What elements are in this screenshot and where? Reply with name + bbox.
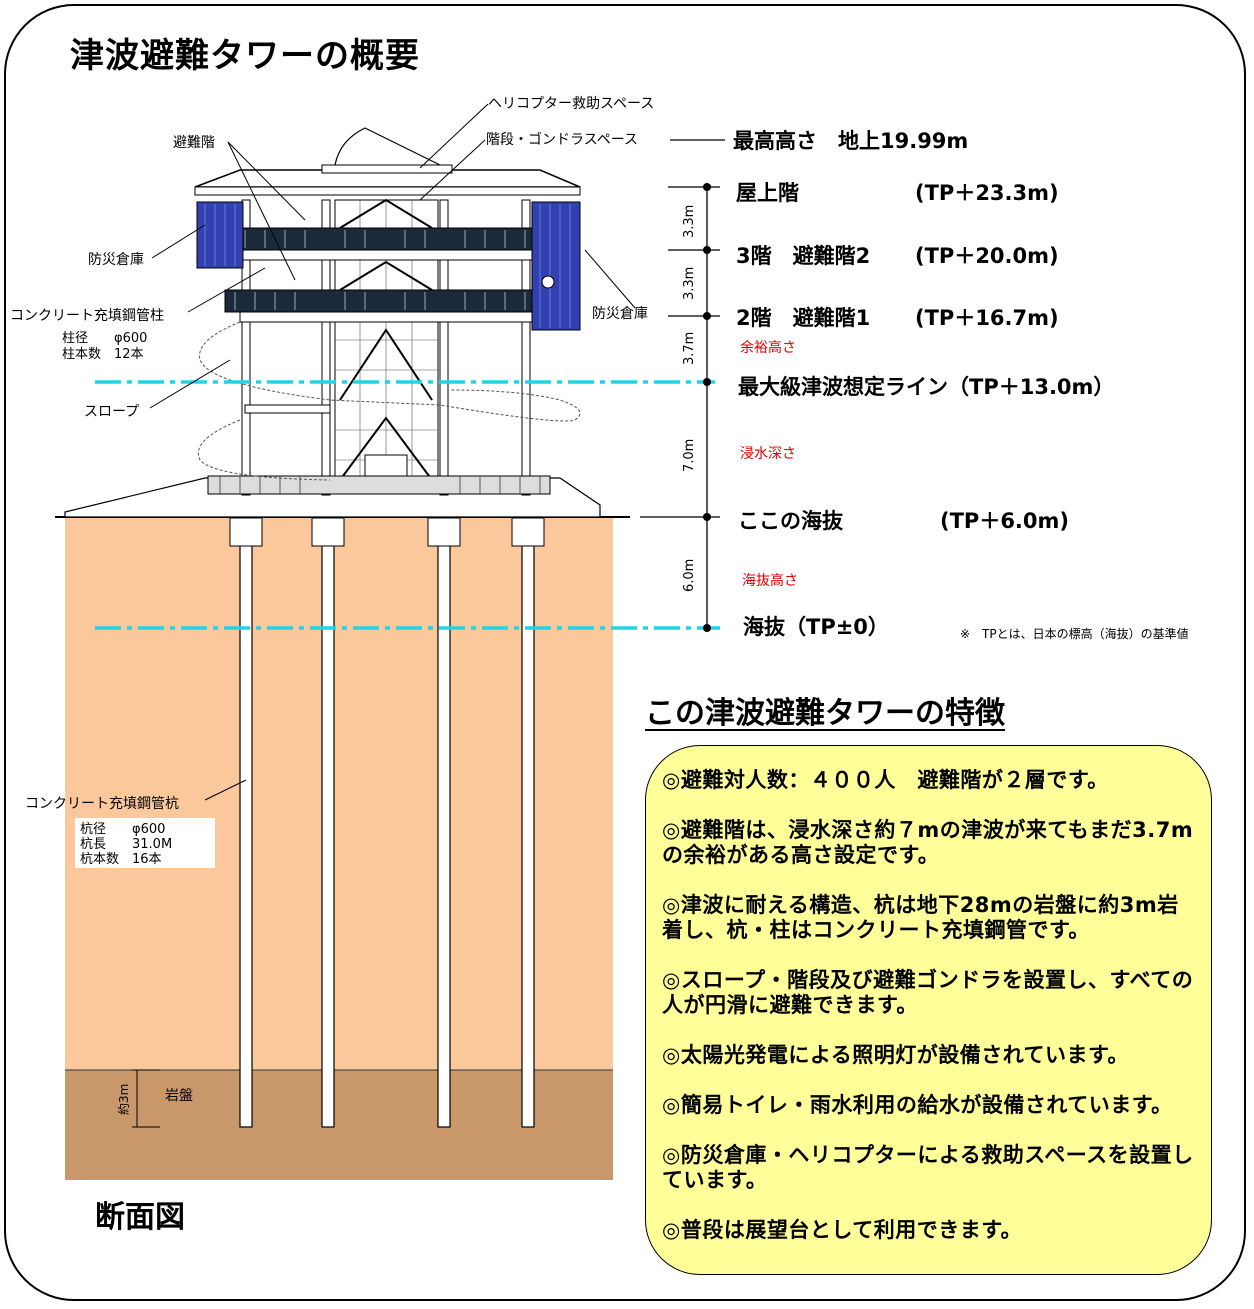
piles: [229, 517, 545, 1128]
level-2f-tp: (TP＋16.7m): [915, 306, 1059, 330]
level-2f-name: 2階 避難階1: [736, 306, 870, 330]
feature-item: ◎防災倉庫・ヘリコプターによる救助スペースを設置しています。: [662, 1143, 1194, 1192]
pile: [437, 544, 451, 1128]
pile: [321, 544, 335, 1128]
outer-frame: [4, 4, 1246, 1301]
storage-left: [196, 201, 244, 269]
label-heli: ヘリコプター救助スペース: [488, 96, 654, 112]
note-flood: 浸水深さ: [740, 446, 796, 462]
feature-item: ◎避難対人数：４００人 避難階が２層です。: [662, 768, 1109, 792]
leader-lines: [149, 103, 636, 801]
note-margin: 余裕高さ: [740, 339, 796, 356]
page-title: 津波避難タワーの概要: [70, 36, 420, 76]
label-slope: スロープ: [84, 404, 139, 420]
tower: [194, 127, 581, 496]
pile-cap: [229, 517, 263, 547]
feature-item: ◎太陽光発電による照明灯が設備されています。: [662, 1043, 1129, 1067]
pile-cap: [427, 517, 461, 547]
level-sea: 海抜（TP±0）: [743, 615, 889, 639]
label-storage-right: 防災倉庫: [592, 305, 648, 322]
note-tp: ※ TPとは、日本の標高（海抜）の基準値: [960, 626, 1189, 641]
pile-spec-box: [75, 818, 215, 868]
level-ground-tp: (TP＋6.0m): [940, 509, 1069, 533]
level-tsunami: 最大級津波想定ライン（TP＋13.0m）: [738, 375, 1114, 399]
dim-label: 3.3m: [682, 205, 697, 238]
label-pile-spec3: 杭本数 16本: [80, 852, 162, 867]
label-column: コンクリート充填鋼管柱: [10, 308, 164, 324]
level-scale: [640, 139, 725, 628]
label-stairs: 階段・ゴンドラスペース: [486, 131, 638, 148]
label-column-spec1: 柱径 φ600: [62, 331, 147, 346]
label-bedrock: 岩盤: [165, 1088, 193, 1104]
dim-label: 3.3m: [682, 267, 697, 300]
storage-right: [531, 201, 581, 331]
label-pile: コンクリート充填鋼管杭: [25, 796, 179, 812]
feature-item: ◎避難階は、浸水深さ約７mの津波が来てもまだ3.7mの余裕がある高さ設定です。: [662, 818, 1194, 867]
label-bedrock-depth: 約3m: [116, 1084, 131, 1115]
note-elev: 海抜高さ: [742, 572, 798, 589]
dim-label: 6.0m: [682, 559, 697, 592]
features-title: この津波避難タワーの特徴: [645, 696, 1005, 731]
dim-label: 7.0m: [682, 439, 697, 472]
level-ground-name: ここの海抜: [738, 509, 844, 533]
level-roof-name: 屋上階: [736, 181, 799, 205]
label-refuge-floor: 避難階: [173, 135, 215, 151]
label-column-spec2: 柱本数 12本: [62, 347, 144, 362]
level-3f-tp: (TP＋20.0m): [915, 244, 1059, 268]
label-pile-spec2: 杭長 31.0M: [80, 837, 172, 852]
level-roof-tp: (TP＋23.3m): [915, 181, 1059, 205]
pile: [239, 544, 253, 1128]
section-label: 断面図: [95, 1200, 185, 1235]
features-box: ◎避難対人数：４００人 避難階が２層です。 ◎避難階は、浸水深さ約７mの津波が来…: [645, 745, 1212, 1275]
pile-cap: [511, 517, 545, 547]
pile-cap: [311, 517, 345, 547]
level-max-height: 最高高さ 地上19.99m: [733, 129, 968, 153]
feature-item: ◎津波に耐える構造、杭は地下28mの岩盤に約3m岩着し、杭・柱はコンクリート充填…: [662, 893, 1179, 942]
feature-item: ◎スロープ・階段及び避難ゴンドラを設置し、すべての人が円滑に避難できます。: [662, 968, 1194, 1017]
level-3f-name: 3階 避難階2: [736, 244, 870, 268]
feature-item: ◎普段は展望台として利用できます。: [662, 1218, 1023, 1242]
slope-path: [199, 321, 581, 422]
label-storage-left: 防災倉庫: [88, 251, 144, 268]
label-pile-spec1: 杭径 φ600: [80, 822, 165, 837]
feature-item: ◎簡易トイレ・雨水利用の給水が設備されています。: [662, 1093, 1173, 1117]
pile: [521, 544, 535, 1128]
dim-label: 3.7m: [682, 332, 697, 365]
